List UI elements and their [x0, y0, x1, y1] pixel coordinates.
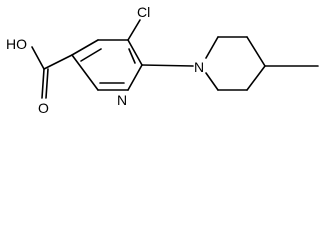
methylpiperidine-group: N	[141, 36, 319, 91]
ring-bond-c2-c1	[127, 39, 143, 66]
bond-carbonyl-2	[45, 68, 49, 99]
bond-ring-piperidine-n	[141, 64, 194, 67]
bond-carboxyl-hydroxyl	[31, 46, 45, 70]
piperidine-bond-n-c2	[205, 36, 219, 59]
chlorine-label: Cl	[137, 4, 150, 20]
piperidine-nitrogen-label: N	[194, 59, 204, 75]
ring-bond-c4-c3	[71, 39, 99, 56]
ring-double-bond-inner-2	[128, 48, 136, 64]
ring-bond-c5-c4	[71, 54, 99, 91]
bond-carbonyl-1	[41, 68, 45, 99]
pyridine-nitrogen-label: N	[117, 92, 127, 108]
bond-ring-carboxyl	[43, 54, 73, 70]
ring-double-bond-inner-1	[80, 48, 102, 62]
bond-ring-chlorine	[127, 19, 141, 41]
carbonyl-oxygen-label: O	[38, 100, 49, 116]
piperidine-bond-c3-c4	[246, 36, 266, 67]
chloro-substituent: Cl	[127, 4, 150, 41]
carboxylic-acid-group: HO O	[6, 36, 73, 116]
pyridine-ring	[71, 39, 143, 91]
piperidine-bond-c4-c5	[246, 65, 266, 91]
ring-bond-c1-n	[127, 64, 143, 91]
chemical-structure: HO O Cl N N	[6, 4, 319, 116]
hydroxyl-label: HO	[6, 36, 27, 52]
piperidine-bond-c6-n	[205, 72, 219, 91]
